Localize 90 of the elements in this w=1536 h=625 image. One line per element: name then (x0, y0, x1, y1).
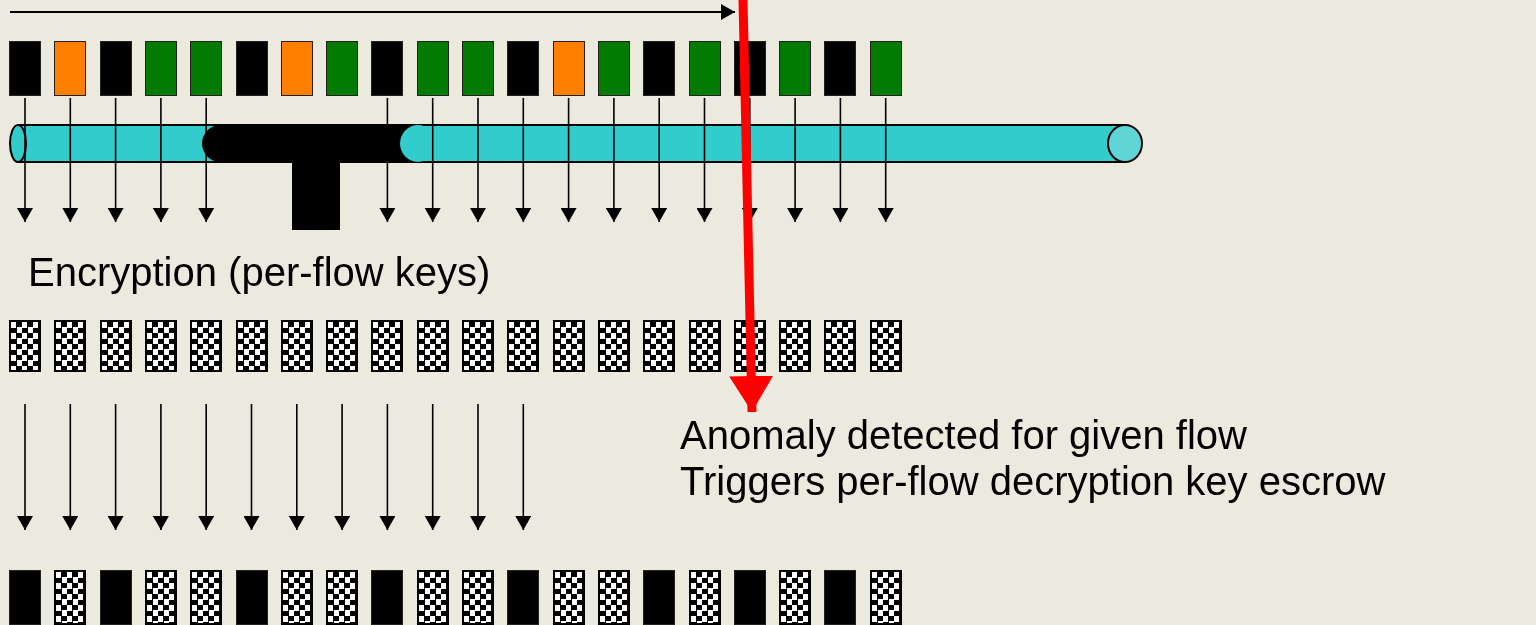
output-packet (507, 570, 540, 625)
data-packet (371, 41, 404, 96)
output-packet (54, 570, 87, 625)
data-packet (99, 41, 132, 96)
encrypted-packet (462, 320, 494, 372)
output-packet (597, 570, 630, 625)
data-packet (507, 41, 540, 96)
arrow (424, 97, 441, 223)
annotation-text: Triggers per-flow decryption key escrow (680, 458, 1386, 504)
data-packet (144, 41, 177, 96)
arrow (62, 97, 79, 223)
output-packet (99, 570, 132, 625)
data-packet (643, 41, 676, 96)
arrow (243, 403, 260, 531)
encrypted-packet (824, 320, 857, 372)
output-packet (144, 570, 177, 625)
data-packet (869, 41, 902, 96)
output-packet (416, 570, 449, 625)
arrow (515, 403, 532, 531)
data-packet (54, 41, 87, 96)
data-packet (280, 41, 313, 96)
output-packet (824, 570, 857, 625)
output-packet (688, 570, 721, 625)
data-packet (552, 41, 585, 96)
data-packet (597, 41, 630, 96)
output-packet (9, 570, 41, 625)
output-packet (869, 570, 902, 625)
arrow (17, 403, 33, 531)
output-packet (643, 570, 676, 625)
arrow (787, 97, 804, 223)
encrypted-packet (371, 320, 404, 372)
arrow (877, 97, 894, 223)
arrow (152, 97, 169, 223)
output-packet (326, 570, 359, 625)
data-packet (190, 41, 223, 96)
arrow (334, 403, 351, 531)
encrypted-packet (688, 320, 721, 372)
data-packet (779, 41, 812, 96)
encrypted-packet (416, 320, 449, 372)
arrow (729, 0, 774, 413)
caption-text: Encryption (per-flow keys) (28, 252, 491, 292)
arrow (560, 97, 577, 223)
arrow (198, 403, 215, 531)
encrypted-packet (552, 320, 585, 372)
encrypted-packet (597, 320, 630, 372)
encrypted-packet (779, 320, 812, 372)
arrow (198, 97, 215, 223)
arrow (107, 97, 124, 223)
encrypted-packet (144, 320, 177, 372)
output-packet (552, 570, 585, 625)
output-packet (779, 570, 812, 625)
arrow (288, 403, 305, 531)
encrypted-packet (507, 320, 540, 372)
arrow (107, 403, 124, 531)
arrow (379, 403, 396, 531)
encrypted-packet (9, 320, 41, 372)
encrypted-packet (99, 320, 132, 372)
arrow (62, 403, 79, 531)
data-packet (235, 41, 268, 96)
arrow (470, 403, 486, 531)
arrow (470, 97, 486, 223)
data-packet (416, 41, 449, 96)
output-packet (462, 570, 494, 625)
arrow (152, 403, 169, 531)
encrypted-packet (190, 320, 223, 372)
encrypted-packet (54, 320, 87, 372)
output-packet (280, 570, 313, 625)
arrow (17, 97, 33, 223)
encrypted-packet (280, 320, 313, 372)
data-packet (326, 41, 359, 96)
output-packet (733, 570, 766, 625)
arrow (379, 97, 396, 223)
arrow (424, 403, 441, 531)
arrow (605, 97, 622, 223)
data-packet (462, 41, 494, 96)
encrypted-packet (326, 320, 359, 372)
output-packet (190, 570, 223, 625)
output-packet (371, 570, 404, 625)
output-packet (235, 570, 268, 625)
arrow (832, 97, 849, 223)
encrypted-packet (643, 320, 676, 372)
arrow (696, 97, 713, 223)
data-packet (9, 41, 41, 96)
encrypted-packet (869, 320, 902, 372)
annotation-text: Anomaly detected for given flow (680, 412, 1247, 458)
data-packet (688, 41, 721, 96)
encrypted-packet (235, 320, 268, 372)
arrow (515, 97, 532, 223)
arrow (651, 97, 668, 223)
data-packet (824, 41, 857, 96)
